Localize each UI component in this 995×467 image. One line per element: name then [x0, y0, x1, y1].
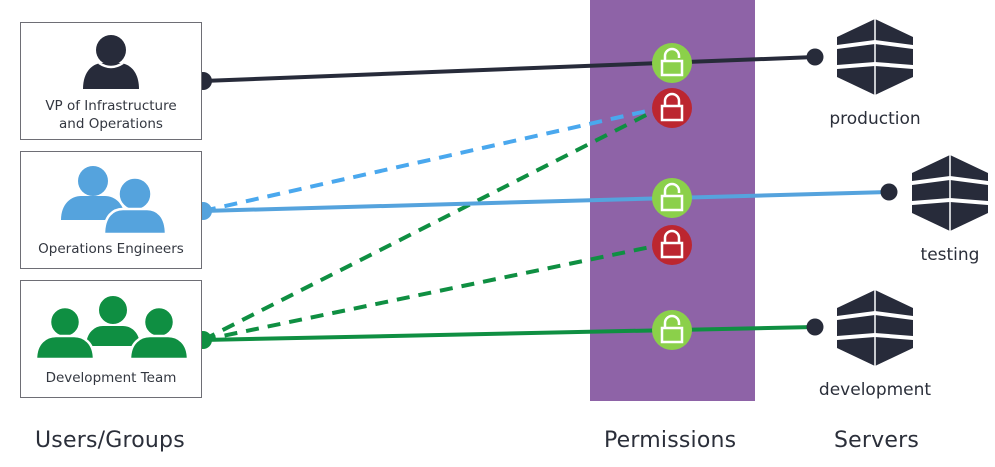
locked-lock-icon	[652, 225, 692, 265]
group-label-ops: Operations Engineers	[38, 241, 184, 257]
locked-lock-icon	[652, 88, 692, 128]
unlocked-lock-icon	[652, 43, 692, 83]
server-connector-dot	[880, 183, 898, 201]
permission-lines	[194, 48, 898, 349]
permission-line-dashed	[202, 106, 661, 342]
group-label-dev: Development Team	[45, 370, 177, 386]
group-label-line2: and Operations	[59, 116, 163, 132]
server-label-production: production	[829, 109, 921, 129]
permission-line-solid	[202, 325, 816, 342]
three-users-icon	[35, 294, 190, 361]
group-box-vp[interactable]: VP of Infrastructure and Operations	[20, 22, 202, 140]
permission-line-dashed	[202, 106, 661, 213]
server-icon-production	[837, 19, 913, 95]
server-label-development: development	[818, 380, 932, 400]
permission-line-dashed	[202, 243, 661, 342]
group-box-ops[interactable]: Operations Engineers	[20, 151, 202, 269]
group-label-vp: VP of Infrastructure and Operations	[21, 97, 201, 133]
column-label-permissions: Permissions	[604, 428, 737, 453]
group-label-line1: VP of Infrastructure	[45, 98, 177, 114]
permission-locks	[652, 43, 692, 350]
server-icon-testing	[912, 155, 988, 231]
unlocked-lock-icon	[652, 178, 692, 218]
server-icon-development	[837, 290, 913, 366]
server-connector-dot	[806, 48, 824, 66]
group-box-dev[interactable]: Development Team	[20, 280, 202, 398]
single-user-icon	[83, 35, 139, 89]
two-users-icon	[61, 166, 168, 234]
column-label-users: Users/Groups	[35, 428, 185, 453]
permission-line-solid	[202, 55, 816, 83]
column-label-servers: Servers	[834, 428, 920, 453]
server-label-testing: testing	[920, 245, 980, 265]
server-connector-dot	[806, 318, 824, 336]
unlocked-lock-icon	[652, 310, 692, 350]
permission-line-solid	[202, 190, 890, 213]
